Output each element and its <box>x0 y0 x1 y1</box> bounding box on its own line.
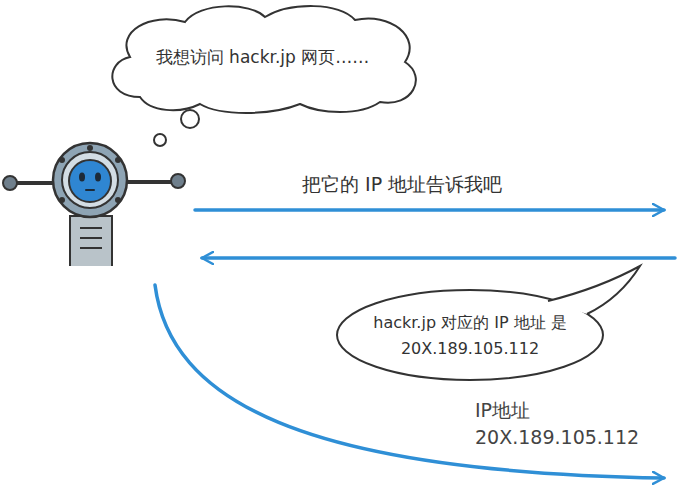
request-arrow <box>195 208 664 212</box>
robot <box>3 143 185 268</box>
speech-bubble: hackr.jp 对应的 IP 地址 是 20X.189.105.112 <box>335 288 605 383</box>
thought-dot <box>154 134 166 146</box>
ip-label: IP地址 20X.189.105.112 <box>475 397 650 450</box>
thought-bubble: 我想访问 hackr.jp 网页…… <box>100 2 425 114</box>
reply-arrow <box>202 256 675 260</box>
thought-dot <box>181 110 199 128</box>
bubble-text: hackr.jp 对应的 IP 地址 是 20X.189.105.112 <box>372 310 568 361</box>
bubble-text: 我想访问 hackr.jp 网页…… <box>156 44 370 71</box>
arrow-label: 把它的 IP 地址告诉我吧 <box>302 171 502 198</box>
speech-bubble <box>335 288 605 383</box>
